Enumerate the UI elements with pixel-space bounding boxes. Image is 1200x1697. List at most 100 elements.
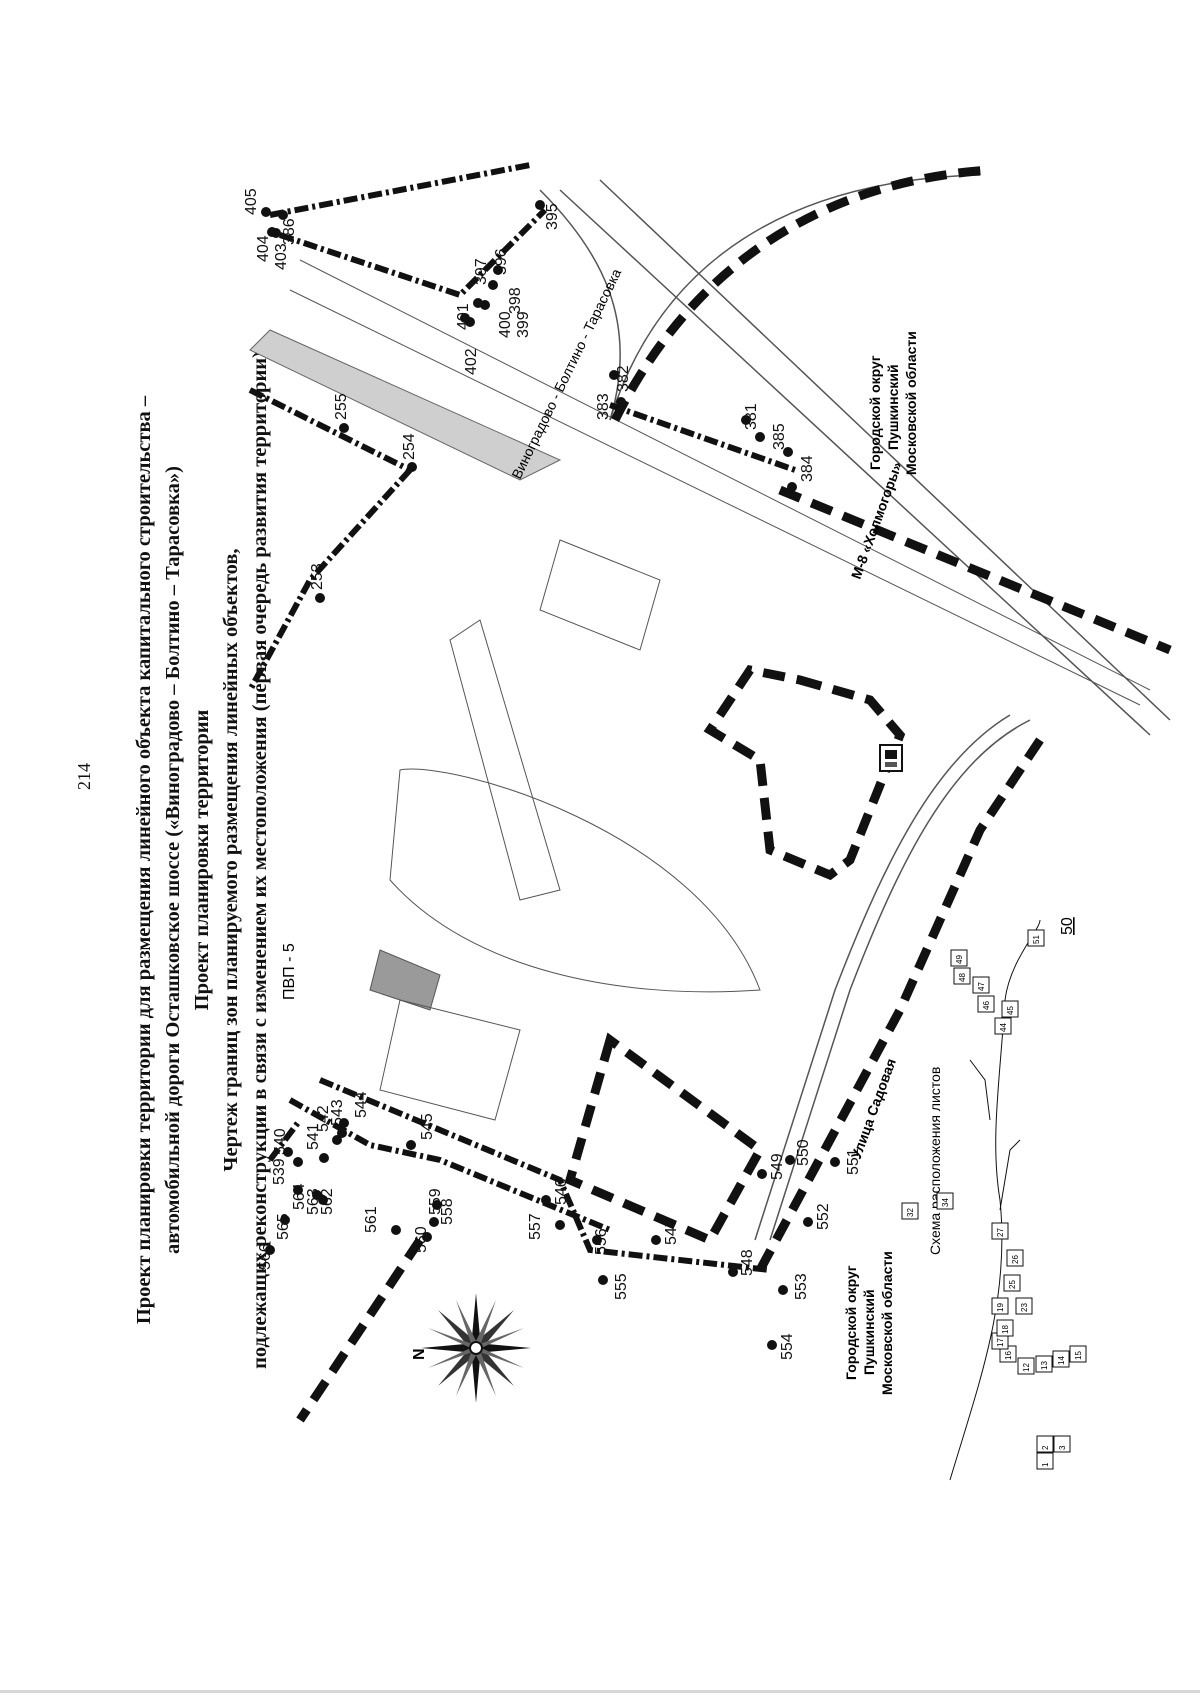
point-253: 253 [309,563,326,590]
point-558: 558 [439,1198,456,1225]
point-563: 563 [305,1188,322,1215]
label-sadovaya: Улица Садовая [848,1056,899,1161]
sheet-cell-label: 18 [1001,1325,1010,1334]
sheet-cell-label: 13 [1040,1361,1049,1370]
sheet-cell-label: 49 [955,955,964,964]
sheet-cell: 12 [1017,1357,1035,1375]
municipality-south-line2: Пушкинский [861,1289,877,1375]
road-sadovaya [754,714,1031,1241]
sheet-cell-label: 14 [1057,1356,1066,1365]
sheet-cell: 23 [1015,1297,1033,1315]
point-561: 561 [363,1206,380,1233]
scan-edge [0,1690,1200,1693]
sheet-cell-label: 12 [1022,1363,1031,1372]
sheet-cell-label: 25 [1008,1280,1017,1289]
point-382: 382 [615,365,632,392]
point-564: 564 [291,1183,308,1210]
sheet-cell-label: 32 [906,1208,915,1217]
zone-boundary-points [247,162,796,1273]
sheet-cell: 51 [1027,929,1045,947]
compass-rose-icon [421,1293,531,1403]
point-554: 554 [779,1333,796,1360]
point-557: 557 [527,1213,544,1240]
point-254: 254 [401,433,418,460]
municipality-east-line3: Московской области [903,331,919,475]
label-pvp: ПВП - 5 [281,943,298,1000]
municipality-south: Городской округ Пушкинский Московской об… [843,1251,895,1395]
point-383: 383 [595,393,612,420]
sheet-cell-label: 51 [1032,935,1041,944]
point-555: 555 [613,1273,630,1300]
point-546: 546 [553,1178,570,1205]
municipality-south-line3: Московской области [879,1251,895,1395]
point-386: 386 [281,218,298,245]
sheet-cell-label: 44 [999,1023,1008,1032]
sheet-cell-label: 1 [1041,1462,1050,1467]
sheet-cell-label: 47 [977,982,986,991]
sheet-cell-label: 17 [996,1338,1005,1347]
point-385: 385 [771,423,788,450]
point-549: 549 [769,1153,786,1180]
sheet-cell-label: 26 [1011,1255,1020,1264]
point-547: 547 [663,1218,680,1245]
point-553: 553 [793,1273,810,1300]
sheet-cell-label: 2 [1041,1445,1050,1450]
point-395: 395 [544,203,561,230]
sheet-cell: 25 [1003,1274,1021,1292]
sheet-cell: 49 [950,949,968,967]
zone-boundary-main [296,165,1172,1423]
municipality-east-line2: Пушкинский [885,364,901,450]
municipality-south-line1: Городской округ [843,1265,859,1380]
sheet-cell-label: 34 [941,1198,950,1207]
railway-band [249,329,562,481]
point-541: 541 [305,1123,322,1150]
point-405: 405 [243,188,260,215]
sheet-cell-label: 27 [996,1228,1005,1237]
compass-north-label: N [411,1348,428,1360]
sheet-index-inset [949,919,1041,1481]
sheet-cell-label: 23 [1020,1303,1029,1312]
municipality-east: Городской округ Пушкинский Московской об… [867,331,919,475]
point-397: 397 [473,258,490,285]
sheet-cell-label: 46 [982,1001,991,1010]
municipality-east-line1: Городской округ [867,355,883,470]
point-552: 552 [815,1203,832,1230]
point-381: 381 [743,403,760,430]
point-539: 539 [271,1158,288,1185]
point-399: 399 [515,311,532,338]
point-396: 396 [493,248,510,275]
point-548: 548 [739,1249,756,1276]
point-542: 542 [315,1105,332,1132]
point-540: 540 [272,1128,289,1155]
sheet-cell-label: 19 [996,1303,1005,1312]
sheet-cell-label: 15 [1074,1351,1083,1360]
road-m8 [289,179,1171,736]
sheet-cell-label: 48 [958,973,967,982]
sheet-cell: 18 [996,1319,1014,1337]
sheet-cell: 47 [972,976,990,994]
point-402: 402 [463,348,480,375]
point-566: 566 [257,1243,274,1270]
point-543: 543 [329,1099,346,1126]
sheet-cell-label: 16 [1004,1351,1013,1360]
sheet-cell: 27 [991,1222,1009,1240]
sheet-index-caption: Схема расположения листов [927,1067,943,1255]
point-401: 401 [455,303,472,330]
point-560: 560 [413,1226,430,1253]
sheet-cell: 19 [991,1297,1009,1315]
point-398: 398 [507,287,524,314]
point-551: 551 [845,1148,862,1175]
sheet-cell: 15 [1069,1345,1087,1363]
point-556: 556 [593,1228,610,1255]
point-559: 559 [427,1188,444,1215]
point-404: 404 [255,235,272,262]
sheet-cell: 14 [1052,1350,1070,1368]
sheet-cell-label: 3 [1058,1445,1067,1450]
sheet-cell: 1 [1036,1452,1054,1470]
sheet-cell-label: 45 [1006,1006,1015,1015]
point-384: 384 [799,455,816,482]
sheet-cell: 44 [994,1017,1012,1035]
point-565: 565 [275,1213,292,1240]
site-blocks [369,539,761,1121]
